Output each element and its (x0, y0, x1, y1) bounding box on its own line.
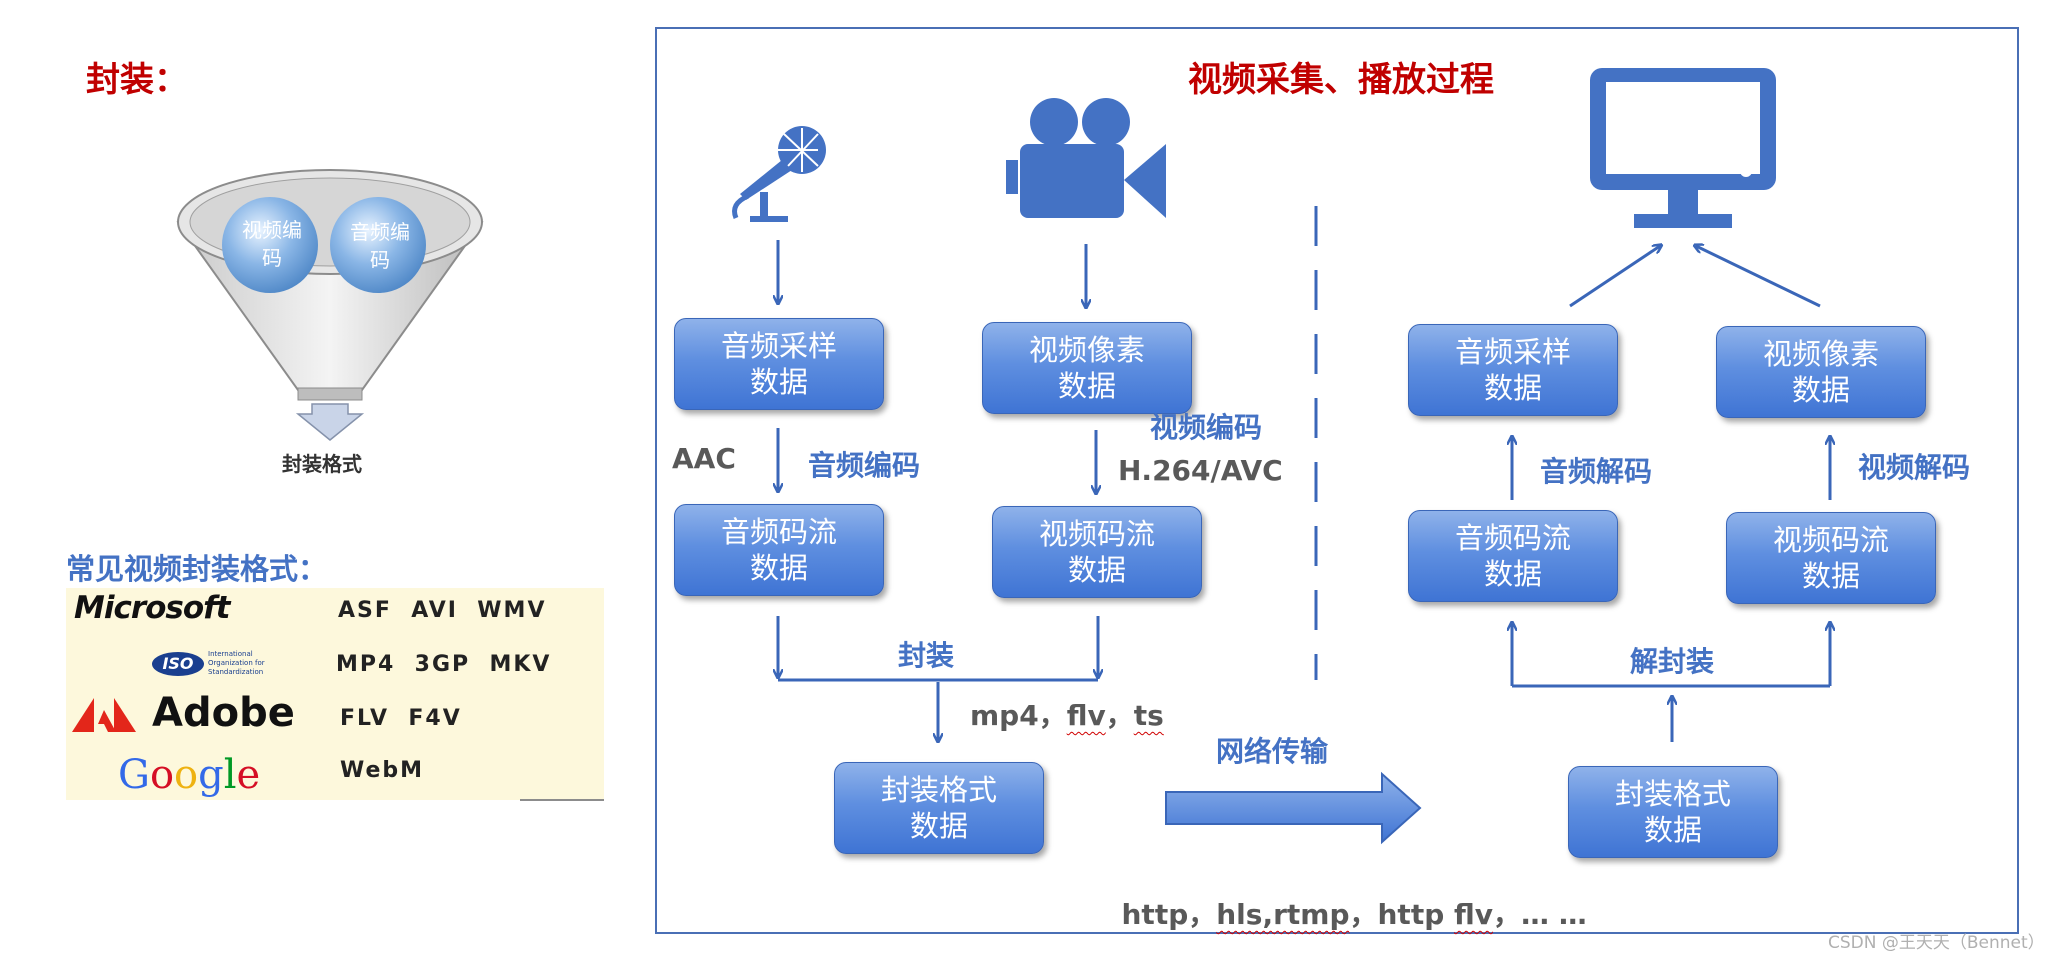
audio-sample-box-left: 音频采样 数据 (674, 318, 884, 410)
microsoft-formats: ASF AVI WMV (338, 598, 547, 623)
aac-label: AAC (672, 442, 736, 475)
audio-stream-box-right: 音频码流 数据 (1408, 510, 1618, 602)
microsoft-logo: Microsoft (74, 590, 230, 626)
adobe-formats: FLV F4V (340, 706, 462, 731)
google-logo: Google (118, 752, 261, 798)
funnel-ball-audio-label: 音频编 码 (350, 220, 410, 272)
h264-label: H.264/AVC (1118, 454, 1283, 487)
video-stream-box-left: 视频码流 数据 (992, 506, 1202, 598)
audio-stream-box-left: 音频码流 数据 (674, 504, 884, 596)
diagram-frame (655, 27, 2019, 934)
funnel-ball-video-label: 视频编 码 (242, 218, 302, 270)
network-transfer-arrow (1165, 771, 1422, 845)
video-encode-ball (222, 197, 318, 293)
google-formats: WebM (340, 758, 425, 783)
audio-decode-label: 音频解码 (1540, 455, 1653, 488)
iso-text: International Organization for Standardi… (208, 650, 265, 676)
panel-underline (520, 799, 604, 801)
adobe-a-icon (72, 698, 136, 732)
microphone-icon (732, 126, 826, 222)
audio-encode-ball (330, 197, 426, 293)
down-arrow-icon (295, 403, 365, 441)
iso-badge: ISO (152, 652, 204, 676)
adobe-logo-text: Adobe (152, 690, 295, 736)
funnel-output-label: 封装格式 (282, 452, 362, 476)
mux-label: 封装 (898, 639, 955, 672)
monitor-icon (1590, 68, 1776, 228)
audio-sample-box-right: 音频采样 数据 (1408, 324, 1618, 416)
video-stream-box-right: 视频码流 数据 (1726, 512, 1936, 604)
iso-formats: MP4 3GP MKV (336, 652, 552, 677)
section-title: 封装： (86, 60, 188, 100)
container-box-right: 封装格式 数据 (1568, 766, 1778, 858)
video-pixel-box-left: 视频像素 数据 (982, 322, 1192, 414)
mux-formats-label: mp4，flv，ts (970, 699, 1164, 732)
video-pixel-box-right: 视频像素 数据 (1716, 326, 1926, 418)
iso-logo: ISO International Organization for Stand… (152, 650, 312, 678)
diagram-title: 视频采集、播放过程 (1188, 60, 1494, 100)
video-encode-label: 视频编码 (1150, 411, 1263, 444)
video-decode-label: 视频解码 (1858, 451, 1971, 484)
protocols-label: http，hls,rtmp，http flv，… … (1121, 898, 1587, 931)
network-label: 网络传输 (1216, 735, 1329, 768)
watermark: CSDN @王天天（Bennet） (1828, 933, 2045, 953)
format-logo-panel (66, 588, 604, 800)
demux-label: 解封装 (1630, 645, 1715, 678)
adobe-logo-mark (72, 698, 136, 732)
container-box-left: 封装格式 数据 (834, 762, 1044, 854)
video-camera-icon (1006, 98, 1166, 218)
audio-encode-label: 音频编码 (808, 449, 921, 482)
common-formats-title: 常见视频封装格式： (66, 552, 328, 586)
funnel-graphic (176, 169, 484, 441)
